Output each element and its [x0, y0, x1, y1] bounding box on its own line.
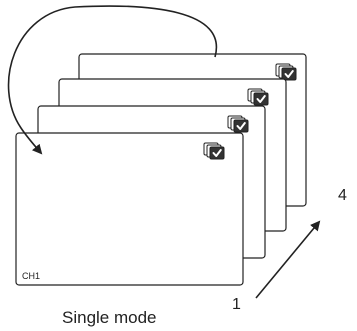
- screen-1: CH1: [15, 132, 244, 286]
- stacked-checkbox-icon: [227, 115, 249, 133]
- stacked-checkbox-icon: [247, 88, 269, 106]
- channel-label: CH1: [22, 271, 40, 281]
- stacked-checkbox-icon: [203, 142, 225, 160]
- start-label: 1: [232, 296, 241, 313]
- sequence-arrow: [255, 220, 321, 299]
- stacked-checkbox-icon: [275, 63, 297, 81]
- caption: Single mode: [62, 308, 157, 327]
- cycle-arrow: [7, 5, 218, 155]
- end-label: 4: [338, 187, 347, 204]
